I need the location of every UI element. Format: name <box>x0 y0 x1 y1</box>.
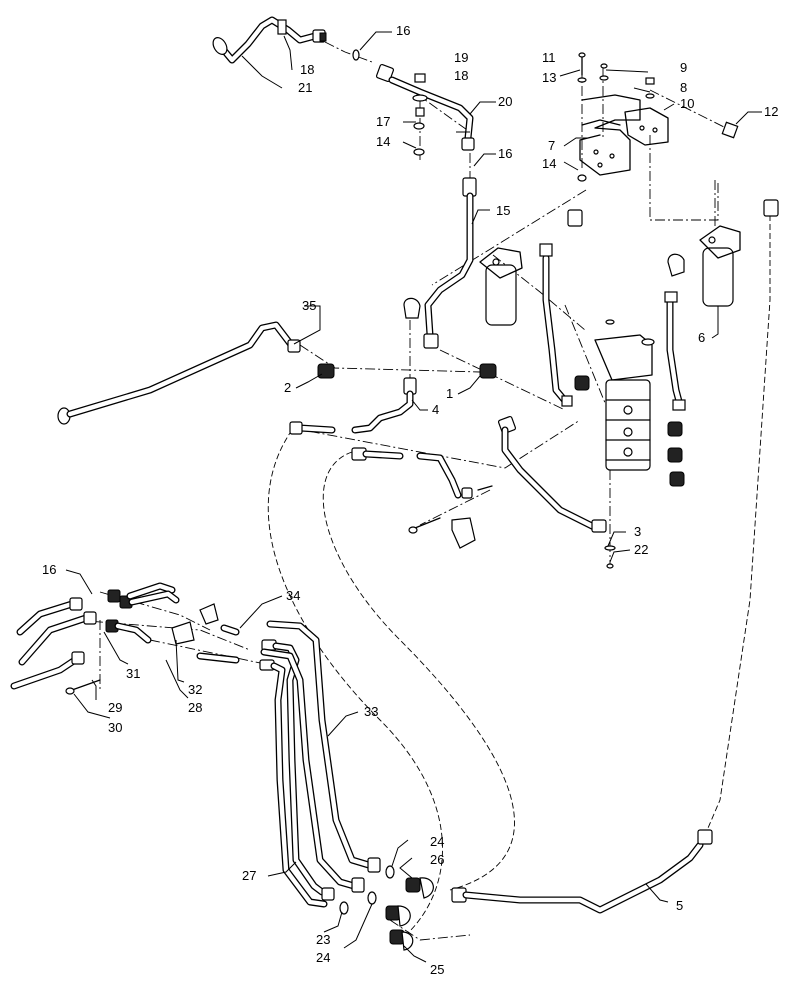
clip-18a <box>277 19 287 35</box>
callout-16: 16 <box>42 562 56 577</box>
bolts-11-13-9-8-14 <box>577 52 655 182</box>
callout-1: 1 <box>446 386 453 401</box>
callout-32: 32 <box>188 682 202 697</box>
callout-22: 22 <box>634 542 648 557</box>
fitting-2 <box>317 363 335 379</box>
callout-14: 14 <box>542 156 556 171</box>
callout-23: 23 <box>316 932 330 947</box>
callout-28: 28 <box>188 700 202 715</box>
callout-15: 15 <box>496 203 510 218</box>
callout-3: 3 <box>634 524 641 539</box>
callout-14: 14 <box>376 134 390 149</box>
hose-filter-right <box>664 291 686 411</box>
callout-18: 18 <box>300 62 314 77</box>
callout-27: 27 <box>242 868 256 883</box>
callout-12: 12 <box>764 104 778 119</box>
callout-20: 20 <box>498 94 512 109</box>
tube-20 <box>375 63 475 151</box>
callout-30: 30 <box>108 720 122 735</box>
callout-7: 7 <box>548 138 555 153</box>
callout-16: 16 <box>396 23 410 38</box>
tube-5 <box>451 829 713 914</box>
callout-35: 35 <box>302 298 316 313</box>
filter-left <box>479 209 583 326</box>
callout-10: 10 <box>680 96 694 111</box>
seal-16a <box>352 49 360 61</box>
fitting-1 <box>479 363 497 379</box>
callout-25: 25 <box>430 962 444 977</box>
callout-24: 24 <box>316 950 330 965</box>
callout-5: 5 <box>676 898 683 913</box>
tube-35 <box>57 321 301 425</box>
callout-19: 19 <box>454 50 468 65</box>
callout-16: 16 <box>498 146 512 161</box>
elbow-fitting <box>403 297 421 319</box>
tubes-right-of-16c <box>105 582 240 664</box>
hose-filter-left <box>539 243 573 407</box>
bracket-7 <box>579 94 641 176</box>
callout-17: 17 <box>376 114 390 129</box>
hardware-19-18-17-14 <box>412 73 428 156</box>
tube-33 <box>260 620 381 893</box>
callout-13: 13 <box>542 70 556 85</box>
tube-15 <box>423 177 477 349</box>
assembly-centerlines <box>74 41 771 941</box>
tube-group-left <box>10 597 101 695</box>
callout-4: 4 <box>432 402 439 417</box>
callout-9: 9 <box>680 60 687 75</box>
filter-right-6 <box>667 199 779 307</box>
callout-34: 34 <box>286 588 300 603</box>
fittings-bottom <box>339 865 434 951</box>
callout-2: 2 <box>284 380 291 395</box>
valve-block <box>574 319 685 487</box>
callout-labels: 16 18 21 19 18 20 17 14 16 15 11 13 9 8 … <box>42 23 778 977</box>
callout-31: 31 <box>126 666 140 681</box>
callout-8: 8 <box>680 80 687 95</box>
callout-24: 24 <box>430 834 444 849</box>
hose-center <box>351 447 493 549</box>
tube-21 <box>212 16 327 64</box>
tube-4 <box>289 377 417 435</box>
callout-11: 11 <box>542 50 556 65</box>
hose-3 <box>497 415 616 569</box>
callout-29: 29 <box>108 700 122 715</box>
clip-12 <box>721 121 739 139</box>
leader-lines <box>65 31 762 963</box>
callout-26: 26 <box>430 852 444 867</box>
callout-6: 6 <box>698 330 705 345</box>
callout-33: 33 <box>364 704 378 719</box>
callout-21: 21 <box>298 80 312 95</box>
callout-18: 18 <box>454 68 468 83</box>
bracket-10 <box>624 107 669 146</box>
tube-27 <box>259 639 335 908</box>
